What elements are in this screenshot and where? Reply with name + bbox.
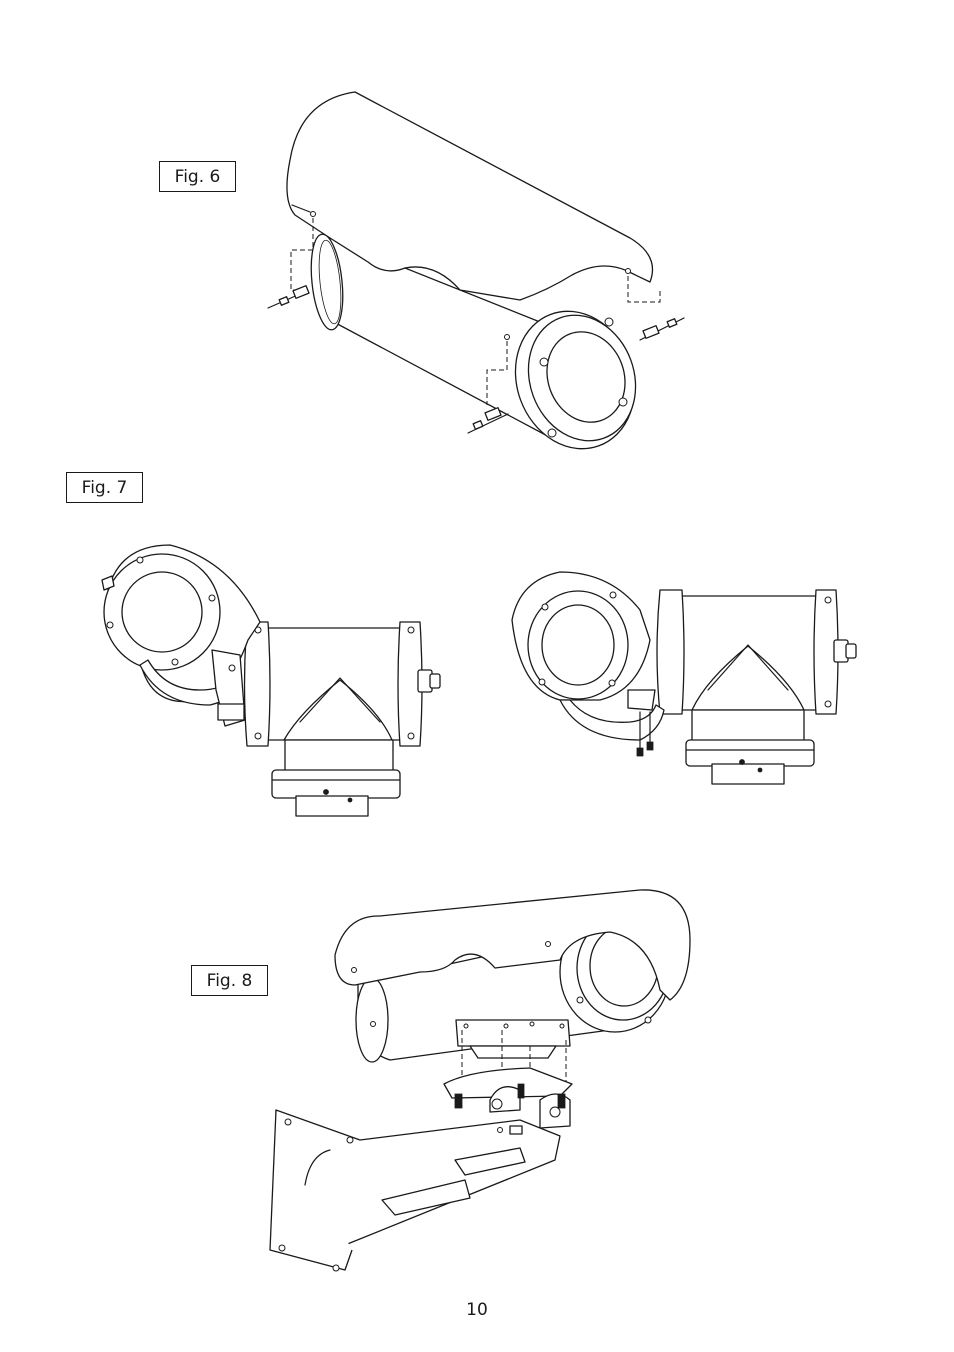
fig7-left-pantilt-drawing <box>102 545 440 816</box>
page-number: 10 <box>0 1300 954 1320</box>
fig6-screw-right <box>640 318 684 340</box>
fig-6-label: Fig. 6 <box>159 161 236 192</box>
fig6-screw-left <box>268 286 309 308</box>
fig-8-label: Fig. 8 <box>191 965 268 996</box>
fig6-housing-drawing <box>268 92 684 466</box>
fig7-right-pantilt-drawing <box>512 572 856 784</box>
fig8-housing-bracket-drawing <box>270 890 690 1271</box>
fig-7-label: Fig. 7 <box>66 472 143 503</box>
